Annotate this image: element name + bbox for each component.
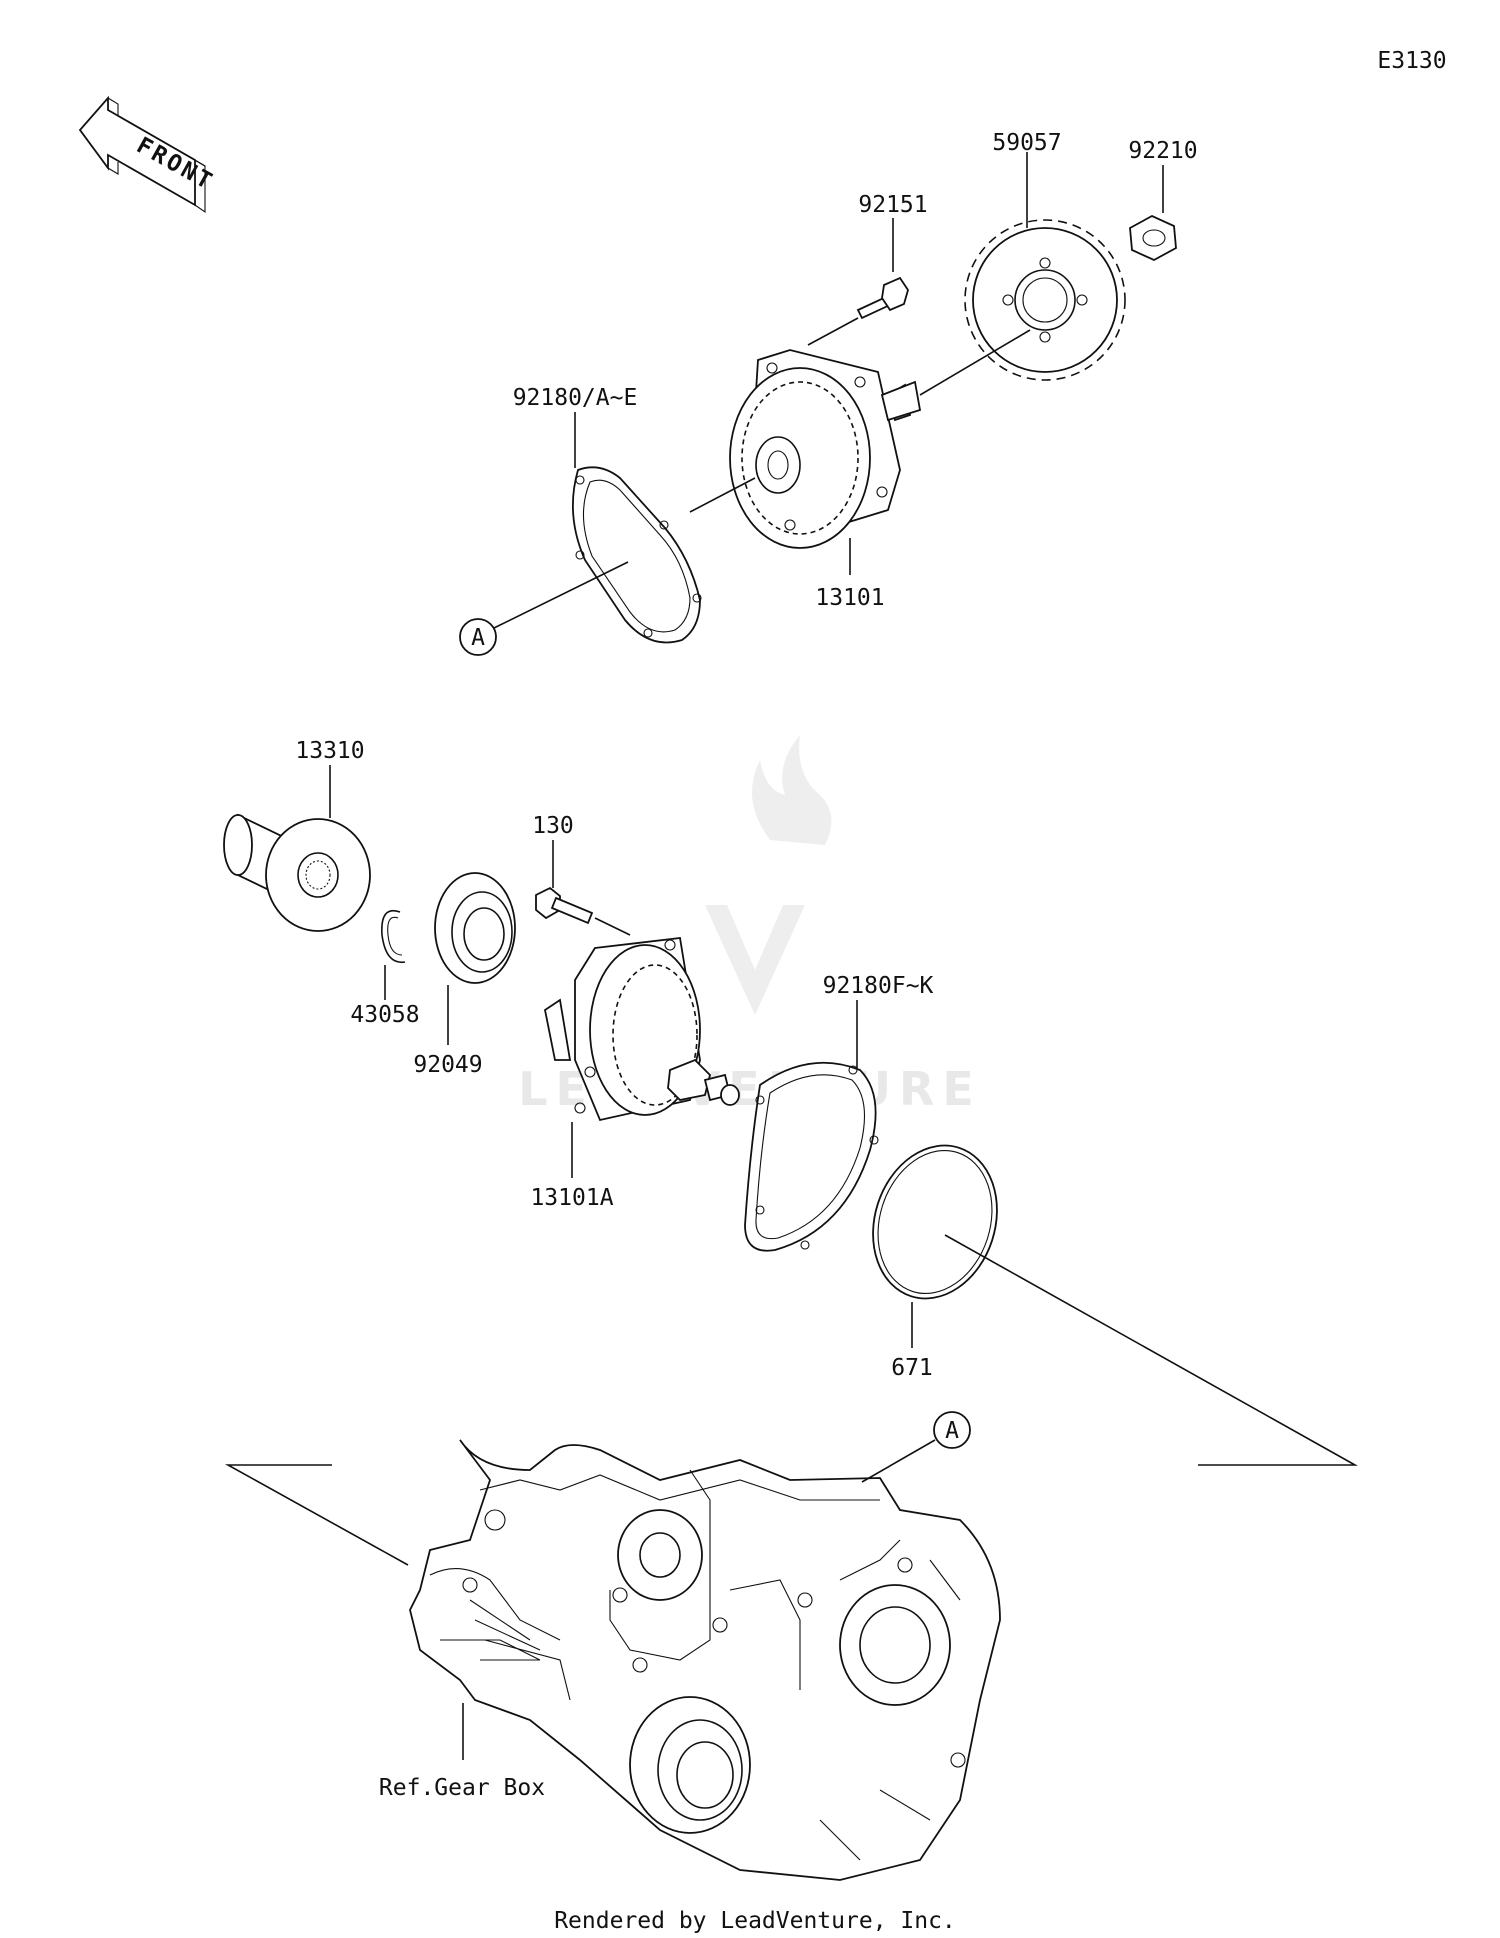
bolt-130	[535, 886, 594, 925]
label-59057: 59057	[992, 130, 1061, 156]
axis-shaft-upper	[919, 329, 1031, 396]
label-92180-a-e: 92180/A~E	[513, 385, 638, 411]
housing-13101a	[543, 937, 740, 1122]
seal-92049	[434, 872, 516, 984]
label-130: 130	[532, 813, 574, 839]
gear-59057	[964, 219, 1126, 381]
axis-to-gearbox-right	[944, 1234, 1359, 1466]
label-92210: 92210	[1128, 138, 1197, 164]
label-92151: 92151	[858, 192, 927, 218]
label-671: 671	[891, 1355, 933, 1381]
label-92180f-k: 92180F~K	[823, 973, 934, 999]
footer-credit: Rendered by LeadVenture, Inc.	[554, 1908, 956, 1934]
axis-bolt	[807, 317, 859, 346]
callout-a-upper	[459, 618, 497, 656]
sleeve-13310	[223, 813, 371, 932]
nut-92210	[1129, 214, 1177, 262]
gear-box-case	[409, 1439, 1001, 1881]
label-13101: 13101	[815, 585, 884, 611]
leader-callout-a-lower	[861, 1439, 936, 1483]
callout-a-lower	[933, 1411, 971, 1449]
gasket-92180f-k	[744, 1061, 879, 1252]
o-ring-671	[872, 1144, 998, 1300]
leader-callout-a-upper	[493, 561, 629, 629]
axis-bolt-130	[594, 917, 631, 936]
diagram-id: E3130	[1377, 48, 1446, 74]
axis-to-gearbox-left	[224, 1464, 409, 1566]
label-92049: 92049	[413, 1052, 482, 1078]
housing-13101	[729, 349, 922, 549]
label-43058: 43058	[350, 1002, 419, 1028]
callout-a-upper-letter: A	[471, 625, 485, 651]
front-arrow-icon: FRONT	[78, 95, 218, 214]
label-13310: 13310	[295, 738, 364, 764]
label-13101a: 13101A	[530, 1185, 613, 1211]
bolt-92151	[856, 276, 909, 320]
gasket-92180-a-e	[571, 466, 702, 644]
axis-gasket-upper	[689, 477, 756, 513]
circlip-43058-inner	[387, 916, 403, 956]
label-ref-gear-box: Ref.Gear Box	[379, 1775, 545, 1801]
callout-a-lower-letter: A	[945, 1418, 959, 1444]
circlip-43058	[381, 910, 406, 964]
